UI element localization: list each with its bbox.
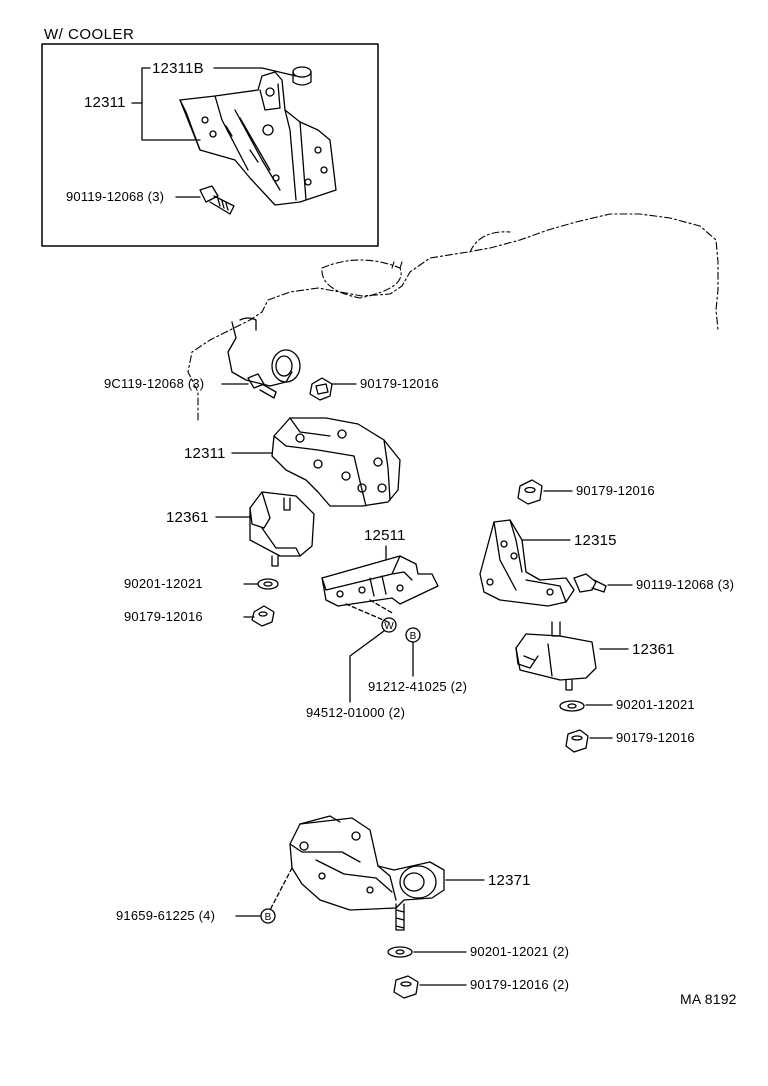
label-12361-left: 12361 [166,509,209,526]
label-94512: 94512-01000 (2) [306,705,406,720]
nut-90179-top [309,377,333,401]
label-90119-inset: 90119-12068 (3) [66,189,165,204]
label-90179-right: 90179-12016 [616,730,695,745]
inset-plug-12311B [292,66,312,86]
nut-90179-left [251,605,275,627]
housing-end [227,317,301,387]
washer-90201-left [257,578,279,590]
label-12311-main: 12311 [184,445,226,462]
washer-marker [381,617,397,633]
label-12315: 12315 [574,532,617,549]
inset-title: W/ COOLER [44,26,135,43]
label-90179-left: 90179-12016 [124,609,203,624]
leader [141,67,201,141]
washer-90201-bottom [387,946,413,958]
label-90119-right: 90119-12068 (3) [636,577,735,592]
washer-90201-right [559,700,585,712]
engine-outline [187,213,719,421]
label-90179-bottom: 90179-12016 (2) [470,977,570,992]
inset-bolt [199,185,235,215]
mount-12361-right [515,621,597,691]
bolt-90119-left [247,373,277,399]
label-12361-right: 12361 [632,641,675,658]
label-91212: 91212-41025 (2) [368,679,468,694]
label-90179-right-top: 90179-12016 [576,483,655,498]
bracket-12311-main [271,417,401,507]
crossmember-12371 [289,815,445,931]
label-91659: 91659-61225 (4) [116,908,216,923]
diagram-code: MA 8192 [680,991,737,1007]
bolt-marker-bottom-letter: B [265,912,272,923]
label-12311-inset: 12311 [84,94,126,111]
label-90201-right: 90201-12021 [616,697,695,712]
mount-12361-left [249,491,315,567]
leader [345,599,395,623]
label-90201-left: 90201-12021 [124,576,203,591]
bracket-12511 [321,555,439,607]
leader [349,630,385,703]
nut-90179-right-top [517,479,543,505]
label-12511: 12511 [364,527,406,544]
bolt-90119-right [573,573,607,593]
bracket-12315 [479,519,575,607]
label-12311B: 12311B [152,60,204,77]
label-90201-bottom: 90201-12021 (2) [470,944,570,959]
label-90179-top: 90179-12016 [360,376,439,391]
inset-bracket-12311 [179,71,337,206]
label-90119-left: 9C119-12068 (3) [104,376,205,391]
leader [213,67,297,77]
leader [269,867,293,911]
nut-90179-right [565,729,589,753]
label-12371: 12371 [488,872,531,889]
bolt-marker-letter: B [410,631,417,642]
inset-frame [41,43,379,247]
washer-marker-letter: W [384,621,394,632]
nut-90179-bottom [393,975,419,999]
